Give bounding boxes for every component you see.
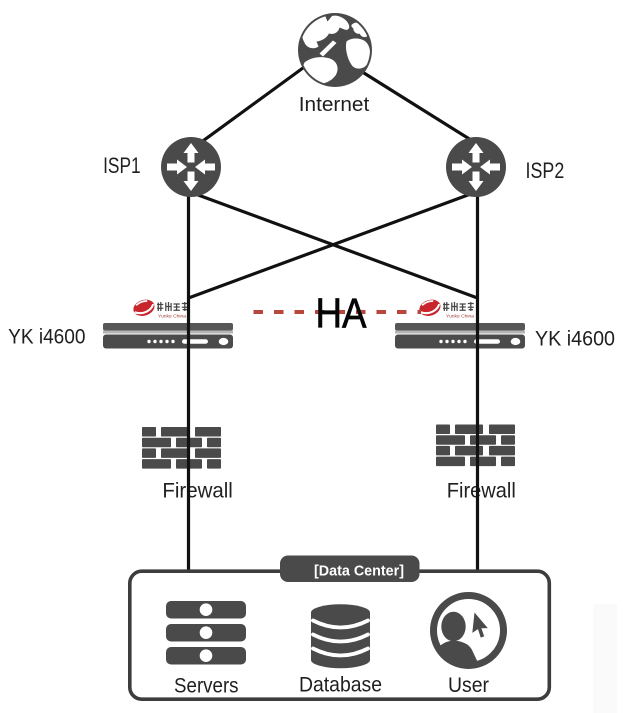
svg-text:ISP1: ISP1 bbox=[103, 153, 141, 178]
svg-text:Yunke China: Yunke China bbox=[158, 314, 186, 319]
svg-text:ISP2: ISP2 bbox=[526, 158, 565, 183]
svg-text:Internet: Internet bbox=[299, 94, 370, 116]
svg-text:Firewall: Firewall bbox=[447, 479, 516, 503]
svg-text:Servers: Servers bbox=[174, 674, 239, 698]
svg-text:User: User bbox=[448, 673, 489, 697]
svg-text:Firewall: Firewall bbox=[162, 479, 233, 503]
svg-text:Database: Database bbox=[299, 672, 382, 696]
svg-text:[Data Center]: [Data Center] bbox=[314, 563, 404, 580]
svg-text:YK i4600: YK i4600 bbox=[8, 325, 86, 349]
svg-text:Yunke China: Yunke China bbox=[446, 314, 474, 319]
svg-text:HA: HA bbox=[316, 289, 367, 336]
svg-text:YK i4600: YK i4600 bbox=[535, 326, 615, 350]
